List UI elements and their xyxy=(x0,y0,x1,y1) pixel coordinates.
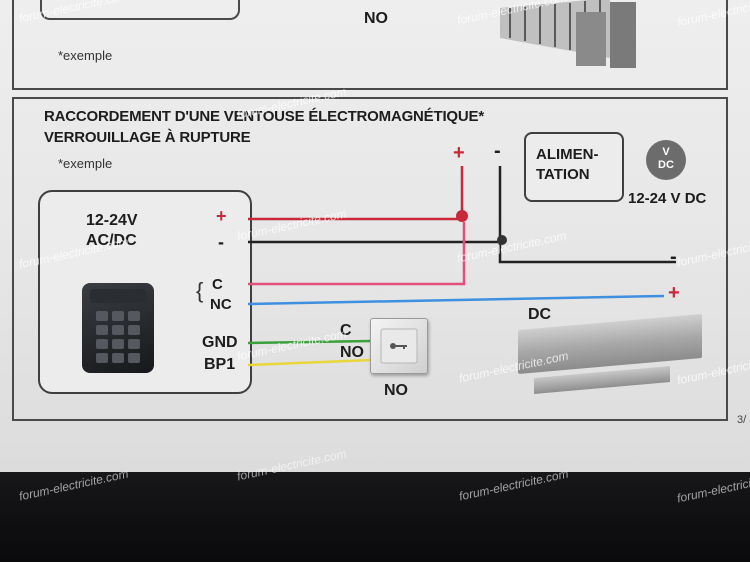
supply-label-line2: TATION xyxy=(536,166,590,183)
c-wire xyxy=(248,222,466,286)
nc-wire xyxy=(247,294,665,306)
page-marker: 3/ xyxy=(737,414,747,426)
controller-voltage: 12-24V xyxy=(86,212,138,229)
button-no-terminal: NO xyxy=(340,344,364,361)
supply-label-line1: ALIMEN- xyxy=(536,146,599,163)
gnd-wire xyxy=(247,339,373,345)
maglock-plus: + xyxy=(668,282,680,304)
push-button-icon xyxy=(370,318,428,374)
controller-c-terminal: C xyxy=(212,276,223,293)
dark-background xyxy=(0,472,750,562)
vdc-badge-icon: V DC xyxy=(646,140,686,180)
controller-bp1-terminal: BP1 xyxy=(204,356,236,373)
supply-plus: + xyxy=(453,142,465,164)
main-example-note: *exemple xyxy=(58,156,113,171)
diagram-title-line2: VERROUILLAGE À RUPTURE xyxy=(44,129,251,146)
maglock-dc-label: DC xyxy=(528,306,552,323)
diagram-title-line1: RACCORDEMENT D'UNE VENTOUSE ÉLECTROMAGNÉ… xyxy=(44,108,484,125)
c-nc-bracket: { xyxy=(196,278,204,303)
keypad-icon xyxy=(82,283,154,373)
vdc-badge-dc: DC xyxy=(658,159,674,171)
vdc-badge-v: V xyxy=(662,146,670,158)
maglock-minus: - xyxy=(670,246,677,268)
supply-rating: 12-24 V DC xyxy=(628,190,707,207)
supply-minus: - xyxy=(494,140,501,162)
negative-junction xyxy=(497,235,507,245)
gate-illustration xyxy=(500,0,636,68)
top-no-label: NO xyxy=(364,10,388,27)
controller-minus-terminal: - xyxy=(218,232,224,252)
positive-junction xyxy=(456,210,468,222)
positive-wire xyxy=(248,166,464,221)
top-diagram-frame xyxy=(12,0,728,90)
controller-nc-terminal: NC xyxy=(210,296,232,313)
controller-current-type: AC/DC xyxy=(86,232,137,249)
power-supply-box xyxy=(524,132,624,202)
controller-plus-terminal: + xyxy=(216,206,227,226)
supply-negative-wire xyxy=(498,166,676,264)
controller-gnd-terminal: GND xyxy=(202,334,238,351)
top-partial-box xyxy=(40,0,240,20)
wiring-diagram xyxy=(247,166,676,367)
bp1-wire xyxy=(247,358,373,367)
main-diagram-frame xyxy=(12,97,728,421)
button-type-label: NO xyxy=(384,382,408,399)
top-example-note: *exemple xyxy=(58,48,113,63)
button-c-terminal: C xyxy=(340,322,352,339)
